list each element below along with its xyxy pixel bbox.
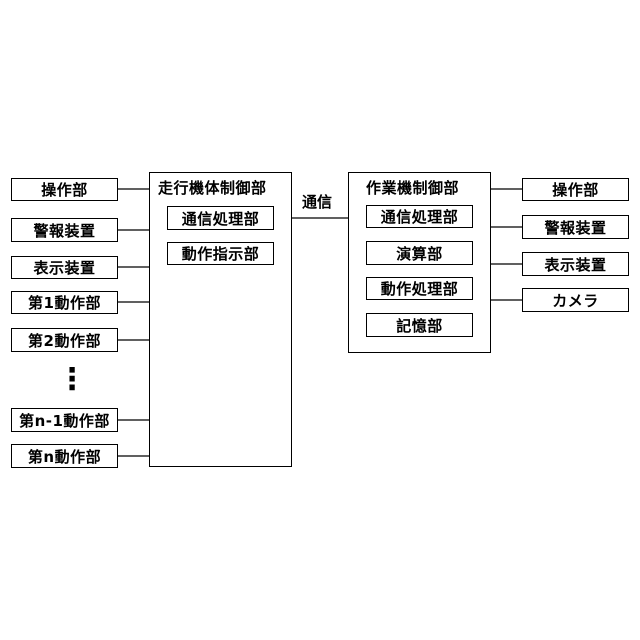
communication-label: 通信 <box>302 191 332 212</box>
travel-controller-title: 走行機体制御部 <box>158 177 267 198</box>
left-unit-actuator-1: 第1動作部 <box>11 291 118 314</box>
right-unit-alarm: 警報装置 <box>522 215 629 239</box>
right-unit-camera: カメラ <box>522 288 629 312</box>
work-module-computation: 演算部 <box>366 241 473 265</box>
left-ellipsis: ⋮ <box>57 354 87 406</box>
left-unit-alarm: 警報装置 <box>11 218 118 242</box>
work-module-communication: 通信処理部 <box>366 205 473 228</box>
left-unit-actuator-2: 第2動作部 <box>11 328 118 352</box>
left-unit-actuator-n-minus-1: 第n-1動作部 <box>11 408 118 432</box>
left-unit-operation: 操作部 <box>11 178 118 201</box>
work-controller-title: 作業機制御部 <box>366 177 459 198</box>
left-unit-display: 表示装置 <box>11 256 118 279</box>
travel-module-communication: 通信処理部 <box>167 206 274 230</box>
work-module-motion-processing: 動作処理部 <box>366 277 473 300</box>
right-unit-operation: 操作部 <box>522 178 629 201</box>
travel-module-command: 動作指示部 <box>167 242 274 265</box>
work-module-storage: 記憶部 <box>366 313 473 337</box>
right-unit-display: 表示装置 <box>522 252 629 276</box>
left-unit-actuator-n: 第n動作部 <box>11 444 118 468</box>
